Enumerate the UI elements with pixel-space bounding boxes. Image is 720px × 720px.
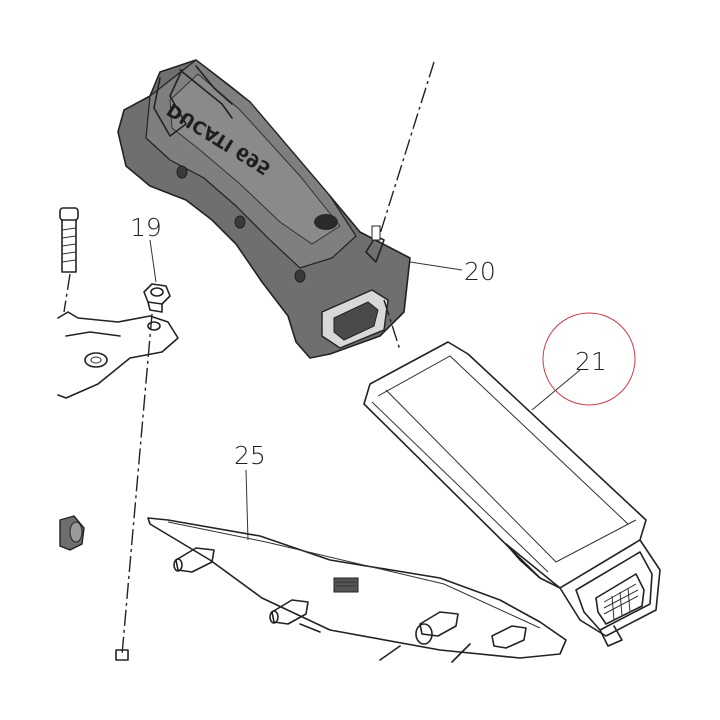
bolt-left bbox=[59, 207, 79, 313]
callout-25: 25 bbox=[234, 441, 266, 470]
ducati-emblem-icon bbox=[314, 214, 338, 230]
leader-line-21 bbox=[531, 369, 581, 411]
highlight-circle bbox=[542, 312, 636, 406]
callout-20: 20 bbox=[464, 257, 496, 286]
leader-line-20 bbox=[409, 261, 463, 271]
grommet-left bbox=[59, 515, 85, 551]
nut-19 bbox=[115, 239, 171, 661]
assembly-axis-line bbox=[379, 61, 435, 351]
leader-line-25 bbox=[245, 469, 249, 541]
mounting-plate-25 bbox=[147, 517, 567, 663]
callout-19: 19 bbox=[130, 213, 162, 242]
left-bracket bbox=[57, 311, 179, 399]
ecu-housing-20: DUCATI 695 bbox=[117, 59, 411, 359]
callout-21: 21 bbox=[575, 347, 607, 376]
ecu-module-21 bbox=[363, 341, 661, 647]
